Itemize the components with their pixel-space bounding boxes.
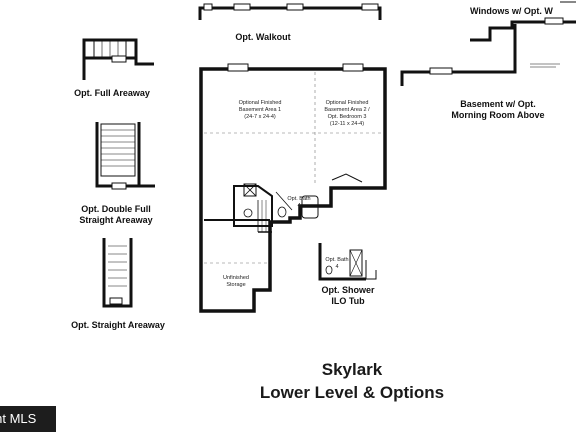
morning-room-label-line1: Basement w/ Opt. bbox=[460, 99, 536, 109]
plan-title-line1: Skylark bbox=[321, 360, 383, 379]
straight-areaway-option bbox=[102, 238, 133, 308]
bath-4-label: Opt. Bath 4 bbox=[287, 196, 311, 209]
walkout-option-label: Opt. Walkout bbox=[235, 32, 291, 42]
double-full-areaway-label-line2: Straight Areaway bbox=[79, 215, 153, 225]
bath-fixtures bbox=[275, 173, 363, 219]
basement-area-1-label: Optional Finished Basement Area 1 (24-7 … bbox=[238, 100, 282, 120]
shower-option-label-line2: ILO Tub bbox=[331, 296, 365, 306]
plan-title-line2: Lower Level & Options bbox=[259, 383, 445, 402]
basement-area-2-label: Optional Finished Basement Area 2 / Opt.… bbox=[324, 100, 370, 127]
main-basement-outline bbox=[199, 63, 387, 313]
shower-option-inset bbox=[318, 243, 377, 281]
full-areaway-label: Opt. Full Areaway bbox=[74, 88, 150, 98]
straight-areaway-label: Opt. Straight Areaway bbox=[71, 320, 165, 330]
storage-label: Unfinished Storage bbox=[223, 275, 249, 288]
windows-option-label: Windows w/ Opt. W bbox=[470, 6, 553, 16]
double-full-areaway-label-line1: Opt. Double Full bbox=[81, 204, 151, 214]
mls-watermark: Bright MLS bbox=[0, 406, 56, 432]
morning-room-wall-option bbox=[400, 24, 560, 86]
windows-option-wall bbox=[470, 1, 576, 42]
morning-room-label-line2: Morning Room Above bbox=[451, 110, 545, 120]
shower-option-label-line1: Opt. Shower bbox=[321, 285, 375, 295]
full-areaway-option bbox=[82, 38, 154, 80]
stair-and-mechanical bbox=[233, 183, 273, 233]
shower-bath-4-label: Opt. Bath 4 bbox=[325, 257, 349, 270]
walkout-wall-option bbox=[198, 3, 382, 20]
double-full-straight-areaway-option bbox=[95, 122, 155, 190]
